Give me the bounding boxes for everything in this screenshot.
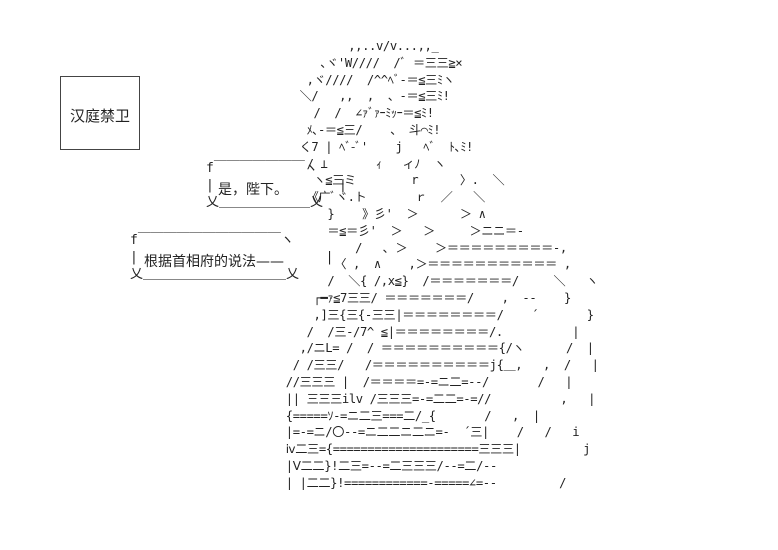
speech-bubble-1-text: 是，陛下。: [218, 182, 288, 198]
speech-bubble-frame-1: f￣￣￣￣￣￣￣ヽ | | 乂＿＿＿＿＿＿＿乂: [206, 161, 347, 210]
speech-bubble-frame-2: f￣￣￣￣￣￣￣￣￣￣￣ヽ | | 乂＿＿＿＿＿＿＿＿＿＿＿乂: [130, 233, 334, 282]
title-label: 汉庭禁卫: [70, 107, 131, 125]
speech-bubble-2-text: 根据首相府的说法——: [144, 254, 284, 270]
ascii-guard-figure: ,,..v/v...,,_ ､ヾ'W//// /ﾞ ＝三三≧× ,ヾ//// /…: [285, 39, 599, 490]
title-frame: [60, 76, 140, 150]
